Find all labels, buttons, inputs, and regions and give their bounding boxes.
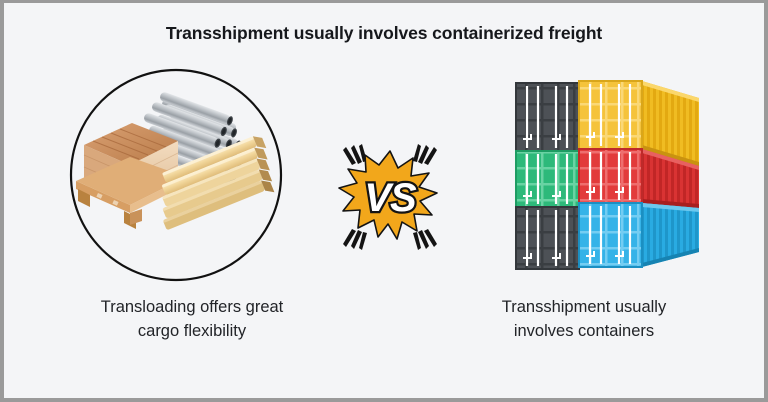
left-caption: Transloading offers great cargo flexibil… — [100, 298, 284, 340]
illustration-canvas: Transshipment usually involves container… — [4, 3, 764, 398]
container-side-red — [642, 149, 699, 208]
container-door-gray-bottom — [515, 206, 580, 270]
vs-label: VS — [364, 176, 417, 220]
right-caption: Transshipment usually involves container… — [501, 298, 667, 340]
comic-burst-icon: VS — [338, 144, 438, 250]
circle-outline — [69, 68, 283, 282]
container-door-red — [578, 148, 643, 204]
container-door-green — [515, 150, 580, 208]
speed-lines — [343, 144, 437, 250]
container-door-gray-top — [515, 82, 580, 152]
right-illustration — [509, 71, 724, 273]
container-door-blue — [578, 202, 643, 268]
container-side-yellow — [642, 81, 699, 166]
page-title: Transshipment usually involves container… — [165, 23, 603, 43]
burst-shape — [338, 150, 438, 240]
vs-badge: VS — [334, 141, 446, 253]
stacked-shipping-containers-icon — [515, 80, 699, 270]
vs-lettering: VS — [362, 174, 420, 223]
left-illustration — [66, 65, 286, 285]
circle-breakbulk-cargo-icon — [69, 68, 283, 282]
wooden-crate-on-pallet-icon — [76, 123, 186, 229]
timber-plank-stack-icon — [161, 136, 275, 230]
container-side-blue — [642, 203, 699, 267]
container-door-yellow — [578, 80, 643, 150]
